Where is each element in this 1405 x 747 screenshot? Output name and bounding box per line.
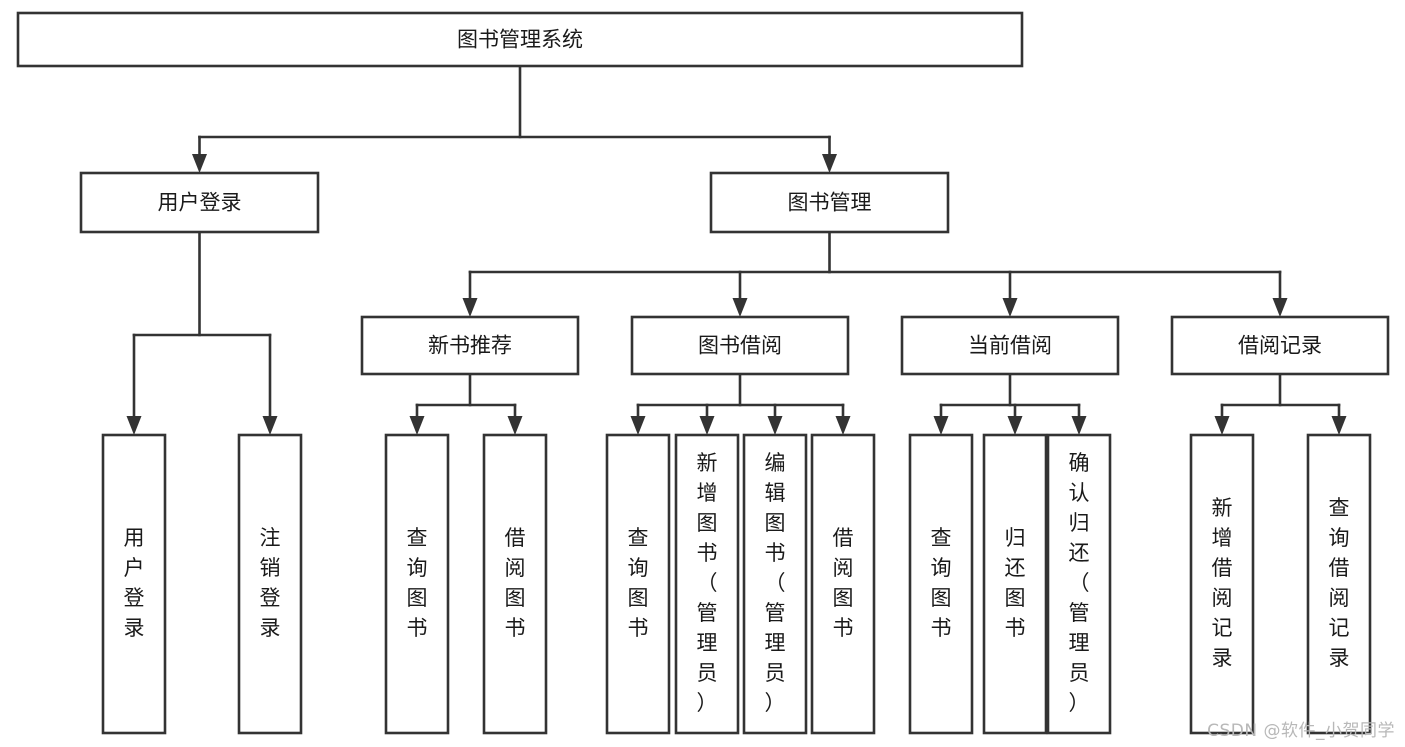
- node-leaf-2[interactable]: 查询图书: [384, 433, 450, 735]
- node-leaf-10[interactable]: 确认归还（管理员）: [1046, 433, 1112, 735]
- node-leaf-7[interactable]: 借阅图书: [810, 433, 876, 735]
- node-level2-0-label: 用户登录: [158, 191, 242, 215]
- node-leaf-0-rect[interactable]: [101, 433, 167, 735]
- node-level3-3-rect[interactable]: [1170, 315, 1390, 376]
- node-level3-3[interactable]: 借阅记录: [1170, 315, 1390, 376]
- csdn-watermark: CSDN @软件_小贺同学: [1207, 721, 1395, 741]
- node-leaf-9-rect[interactable]: [982, 433, 1048, 735]
- node-root[interactable]: 图书管理系统: [16, 11, 1024, 68]
- arrow-head-icon: [732, 298, 748, 317]
- node-leaf-5-label: 新增图书（管理员）: [697, 451, 718, 715]
- arrow-head-icon: [409, 416, 425, 435]
- node-leaf-4-label: 查询图书: [628, 526, 649, 640]
- node-root-label: 图书管理系统: [457, 28, 583, 52]
- node-leaf-7-rect[interactable]: [810, 433, 876, 735]
- node-level3-1[interactable]: 图书借阅: [630, 315, 850, 376]
- arrow-head-icon: [835, 416, 851, 435]
- arrow-head-icon: [630, 416, 646, 435]
- arrow-head-icon: [462, 298, 478, 317]
- node-level3-1-rect[interactable]: [630, 315, 850, 376]
- node-boxes: 图书管理系统用户登录图书管理新书推荐图书借阅当前借阅借阅记录用户登录注销登录查询…: [16, 11, 1390, 735]
- arrow-head-icon: [1007, 416, 1023, 435]
- node-level2-0-rect[interactable]: [79, 171, 320, 234]
- arrow-head-icon: [1272, 298, 1288, 317]
- node-level3-0[interactable]: 新书推荐: [360, 315, 580, 376]
- arrow-head-icon: [822, 154, 837, 173]
- arrow-head-icon: [1002, 298, 1018, 317]
- arrow-head-icon: [1214, 416, 1230, 435]
- node-leaf-1-rect[interactable]: [237, 433, 303, 735]
- node-level3-0-label: 新书推荐: [428, 334, 512, 358]
- node-leaf-12-label: 查询借阅记录: [1329, 496, 1350, 670]
- node-leaf-11-label: 新增借阅记录: [1212, 496, 1233, 670]
- node-leaf-10-label: 确认归还（管理员）: [1069, 451, 1090, 715]
- node-leaf-0-label: 用户登录: [124, 526, 145, 640]
- node-level2-1[interactable]: 图书管理: [709, 171, 950, 234]
- node-leaf-0[interactable]: 用户登录: [101, 433, 167, 735]
- node-level2-1-rect[interactable]: [709, 171, 950, 234]
- arrow-head-icon: [767, 416, 783, 435]
- node-leaf-6-rect[interactable]: [742, 433, 808, 735]
- arrow-head-icon: [126, 416, 142, 435]
- arrow-head-icon: [1331, 416, 1347, 435]
- arrow-head-icon: [192, 154, 207, 173]
- node-leaf-4-rect[interactable]: [605, 433, 671, 735]
- connector-lines: [126, 64, 1347, 435]
- node-leaf-10-rect[interactable]: [1046, 433, 1112, 735]
- node-leaf-3-label: 借阅图书: [505, 526, 526, 640]
- node-leaf-1-label: 注销登录: [260, 526, 281, 640]
- node-leaf-9-label: 归还图书: [1005, 526, 1026, 640]
- arrow-head-icon: [262, 416, 278, 435]
- node-leaf-4[interactable]: 查询图书: [605, 433, 671, 735]
- node-leaf-6-label: 编辑图书（管理员）: [765, 451, 786, 715]
- arrow-head-icon: [1071, 416, 1087, 435]
- arrow-head-icon: [933, 416, 949, 435]
- node-leaf-12-rect[interactable]: [1306, 433, 1372, 735]
- node-leaf-2-rect[interactable]: [384, 433, 450, 735]
- node-leaf-7-label: 借阅图书: [833, 526, 854, 640]
- node-level3-0-rect[interactable]: [360, 315, 580, 376]
- node-leaf-11-rect[interactable]: [1189, 433, 1255, 735]
- node-leaf-1[interactable]: 注销登录: [237, 433, 303, 735]
- node-level3-1-label: 图书借阅: [698, 334, 782, 358]
- node-leaf-8-label: 查询图书: [931, 526, 952, 640]
- arrow-head-icon: [699, 416, 715, 435]
- node-level3-2[interactable]: 当前借阅: [900, 315, 1120, 376]
- node-leaf-8-rect[interactable]: [908, 433, 974, 735]
- node-level3-2-label: 当前借阅: [968, 334, 1052, 358]
- node-level2-1-label: 图书管理: [788, 191, 872, 215]
- node-leaf-5[interactable]: 新增图书（管理员）: [674, 433, 740, 735]
- node-level2-0[interactable]: 用户登录: [79, 171, 320, 234]
- arrow-head-icon: [507, 416, 523, 435]
- node-leaf-6[interactable]: 编辑图书（管理员）: [742, 433, 808, 735]
- node-leaf-5-rect[interactable]: [674, 433, 740, 735]
- node-leaf-3[interactable]: 借阅图书: [482, 433, 548, 735]
- node-level3-2-rect[interactable]: [900, 315, 1120, 376]
- node-leaf-12[interactable]: 查询借阅记录: [1306, 433, 1372, 735]
- node-leaf-9[interactable]: 归还图书: [982, 433, 1048, 735]
- node-level3-3-label: 借阅记录: [1238, 334, 1322, 358]
- node-leaf-8[interactable]: 查询图书: [908, 433, 974, 735]
- node-leaf-2-label: 查询图书: [407, 526, 428, 640]
- node-root-rect[interactable]: [16, 11, 1024, 68]
- node-leaf-3-rect[interactable]: [482, 433, 548, 735]
- node-leaf-11[interactable]: 新增借阅记录: [1189, 433, 1255, 735]
